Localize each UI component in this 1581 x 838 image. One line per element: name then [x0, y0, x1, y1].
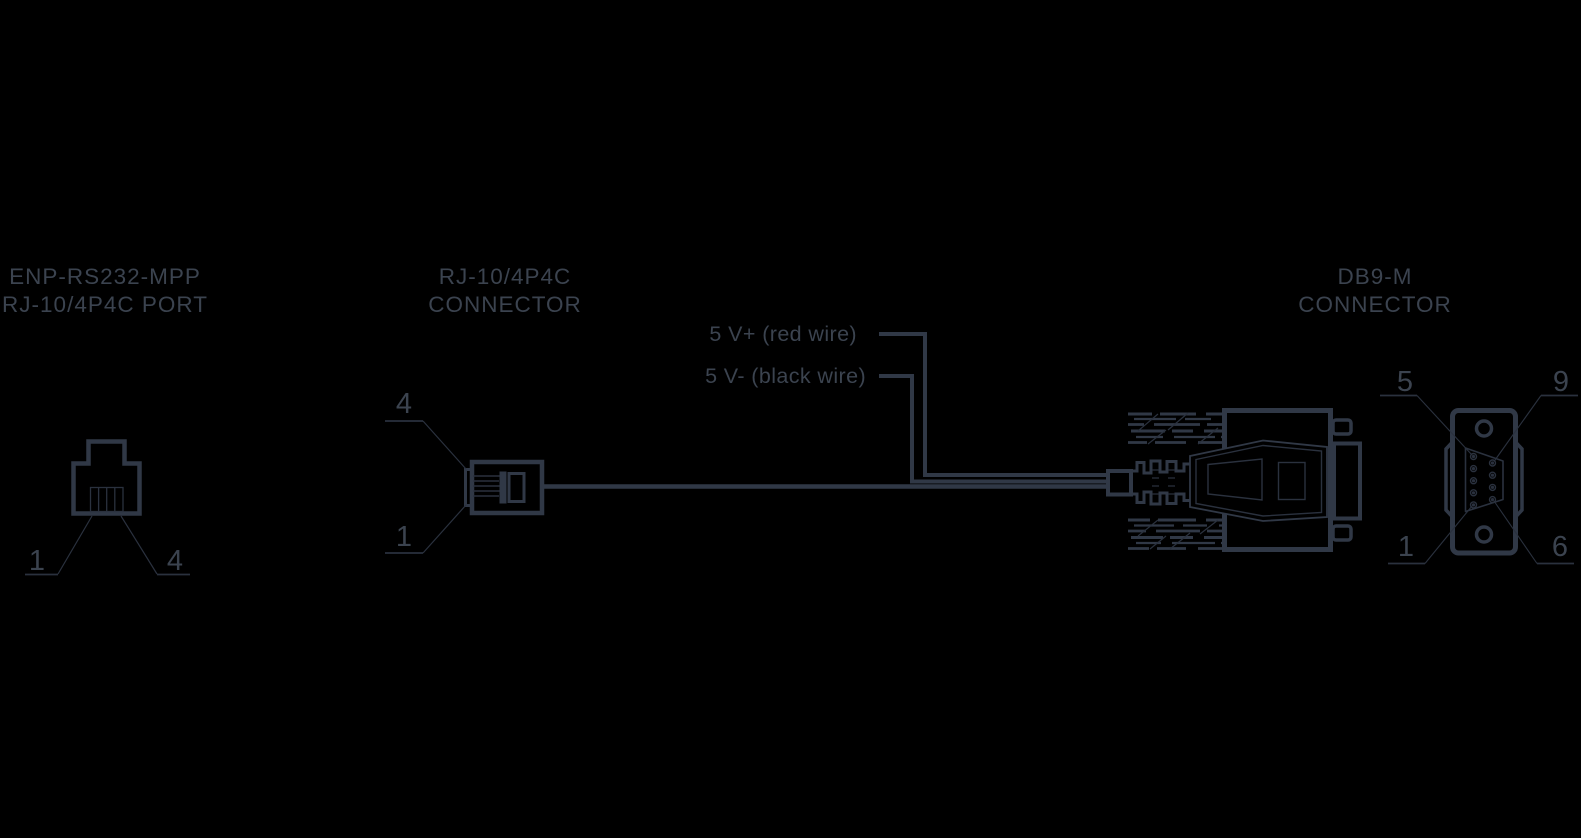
db9-side-view: [1106, 408, 1362, 552]
rj-pin4-leader-line: [422, 420, 467, 470]
db9-title-line1: DB9-M: [1337, 264, 1412, 289]
pin-3: [1469, 477, 1478, 485]
db9-title-line2: CONNECTOR: [1298, 292, 1452, 317]
pin-7: [1488, 483, 1497, 492]
db9-pin5-number: 5: [1397, 366, 1413, 398]
pin-5: [1469, 452, 1478, 461]
rj-title-line2: CONNECTOR: [428, 292, 582, 317]
db9-dshell-outline: [1464, 447, 1504, 513]
pin-3-dot: [1471, 479, 1476, 483]
pin-8-dot: [1490, 473, 1495, 477]
db9-bottom-screw-tab: [1331, 524, 1353, 542]
port-pin4-number: 4: [167, 545, 183, 577]
port-pin4-leader-line: [120, 515, 158, 575]
pin-4-dot: [1471, 467, 1476, 471]
knurl-hatch-slash: [1137, 519, 1219, 550]
pin-9-dot: [1490, 461, 1495, 465]
pin-1-dot: [1471, 503, 1476, 507]
hood-plug-boss: [1207, 458, 1263, 501]
pin-9: [1488, 459, 1497, 467]
db9-cable-entry: [1106, 469, 1133, 497]
db9-flange-edge: [1332, 441, 1362, 521]
pin-5-dot: [1471, 454, 1476, 459]
db9-top-screw-tab: [1331, 418, 1353, 436]
db9-pin6-leader-line: [1493, 500, 1538, 564]
db9-pin9-leader-line: [1493, 395, 1542, 462]
port-pin1-number: 1: [29, 545, 45, 577]
port-title-line1: ENP-RS232-MPP: [9, 264, 201, 289]
db9-bottom-screw-hole: [1474, 525, 1494, 544]
red-wire-line: [879, 332, 1114, 477]
port-title-line2: RJ-10/4P4C PORT: [2, 292, 208, 317]
pin-2-dot: [1471, 491, 1476, 495]
black-wire-line: [879, 374, 1114, 484]
hood-detail-rect: [1277, 461, 1306, 501]
rj10-latch-window: [507, 472, 526, 503]
pin-7-dot: [1490, 485, 1495, 489]
black-wire-label: 5 V- (black wire): [705, 364, 866, 388]
db9-pin1-number: 1: [1398, 531, 1414, 563]
db9-pin1-leader-line: [1424, 505, 1473, 564]
red-wire-label: 5 V+ (red wire): [709, 322, 857, 346]
boot-rib-stripes: [1152, 469, 1175, 495]
db9-pin-column-right: [1488, 459, 1497, 504]
rj-pin4-number: 4: [396, 388, 412, 420]
db9-bottom-jackscrew-knurl: [1128, 518, 1230, 550]
pin-8: [1488, 471, 1497, 479]
boot-corrugation-top: [1131, 459, 1190, 475]
db9-face-outline: [1450, 408, 1518, 556]
rj10-port-symbol: 1 4: [25, 439, 190, 577]
rj10-connector-symbol: 4 1: [385, 388, 545, 554]
rj-pin1-leader-line: [422, 504, 467, 554]
rj10-connector-body: [469, 459, 545, 516]
pin-6-dot: [1490, 498, 1495, 502]
pin-1: [1469, 501, 1478, 509]
db9-pin-callouts: 5 9 1 6: [1380, 366, 1578, 565]
cable-wiring: 5 V+ (red wire) 5 V- (black wire): [542, 322, 1114, 489]
boot-corrugation-bottom: [1131, 490, 1190, 506]
db9-pins: [1469, 452, 1497, 509]
pin-4: [1469, 464, 1478, 473]
rj10-contact-fingers: [473, 475, 501, 497]
pin-6: [1488, 495, 1497, 504]
knurl-hatch-slash: [1137, 412, 1219, 445]
rj-pin1-number: 1: [396, 521, 412, 553]
rj-title-line1: RJ-10/4P4C: [439, 264, 572, 289]
db9-top-screw-hole: [1474, 419, 1494, 438]
rj10-port-contacts: [89, 486, 124, 513]
db9-pin-column-left: [1469, 452, 1478, 509]
rj10-contact-bar: [499, 471, 507, 504]
titles: ENP-RS232-MPP RJ-10/4P4C PORT RJ-10/4P4C…: [2, 264, 1452, 317]
port-pin1-leader-line: [57, 515, 93, 575]
hood-inner-outline: [1195, 444, 1323, 517]
db9-face-view: 5 9 1 6: [1380, 366, 1578, 565]
pin-2: [1469, 489, 1478, 497]
db9-pin5-leader-line: [1416, 395, 1473, 456]
db9-left-side-tab: [1444, 440, 1455, 519]
db9-right-side-tab: [1513, 440, 1524, 519]
db9-molded-hood: [1189, 439, 1328, 522]
db9-pin9-number: 9: [1553, 366, 1569, 398]
db9-strain-relief-boot: [1131, 459, 1190, 506]
db9-pin6-number: 6: [1552, 531, 1568, 563]
hood-outer-outline: [1189, 439, 1328, 522]
db9-top-jackscrew-knurl: [1128, 412, 1230, 445]
